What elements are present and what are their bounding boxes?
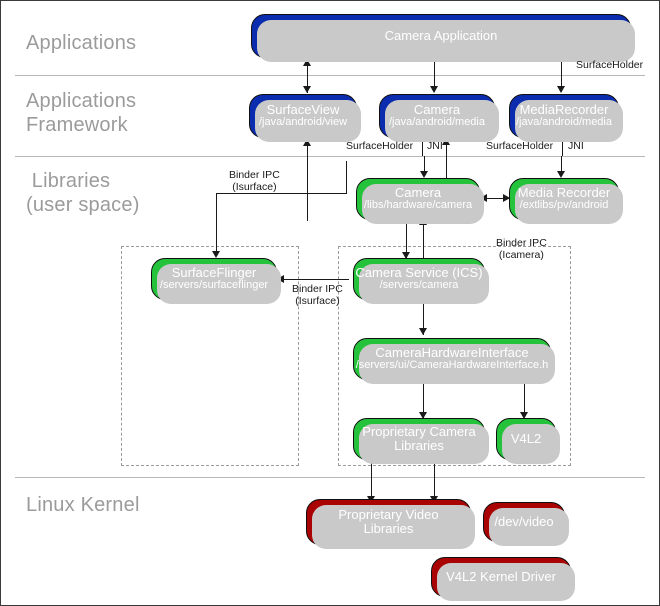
arrowhead-hwinterface-to-v4l2 — [520, 412, 528, 419]
label-line2: (Icamera) — [498, 249, 544, 261]
node-subtitle: /java/android/media — [388, 116, 485, 129]
arrowhead-camera-lib-to-service — [402, 252, 410, 259]
label-binder-ipc-isurface-top: Binder IPC(Isurface) — [229, 169, 280, 193]
group-surfaceflinger-process — [121, 246, 299, 466]
label-jni-mediarecorder: JNI — [568, 140, 584, 152]
node-subtitle: /libs/hardware/camera — [363, 199, 473, 212]
node-title: SurfaceFlinger — [171, 265, 257, 281]
connector-mediarecorder-to-lib — [561, 156, 562, 176]
connector-camera-java-to-lib — [424, 156, 425, 176]
node-title: /dev/video — [494, 513, 554, 529]
node-camera-lib[interactable]: Camera /libs/hardware/camera — [356, 178, 484, 224]
label-line1: Binder IPC — [229, 169, 280, 181]
connector-hwinterface-to-proprietary — [423, 382, 424, 418]
connector-hwinterface-to-v4l2 — [524, 382, 525, 418]
node-dev-video[interactable]: /dev/video — [483, 502, 569, 546]
connector-isurface-stub-right — [346, 161, 347, 194]
node-subtitle: /servers/ui/CameraHardwareInterface.h — [355, 359, 549, 372]
label-binder-ipc-isurface-mid: Binder IPC(Isurface) — [292, 283, 343, 307]
layer-label-linux-kernel: Linux Kernel — [26, 494, 140, 516]
connector-app-camera-java — [434, 59, 435, 92]
node-title: CameraHardwareInterface — [375, 345, 529, 361]
group-camera-service-process — [338, 246, 571, 466]
node-title: SurfaceView — [266, 102, 340, 118]
node-title: Camera Service (ICS) — [355, 265, 483, 281]
arrowhead-camera-java-to-lib — [420, 171, 428, 178]
node-v4l2-kernel-driver[interactable]: V4L2 Kernel Driver — [431, 557, 575, 601]
label-binder-ipc-icamera: Binder IPC(Icamera) — [496, 237, 547, 261]
node-subtitle: Libraries — [363, 521, 414, 536]
node-camera-service[interactable]: Camera Service (ICS) /servers/camera — [353, 258, 489, 304]
node-camera-application[interactable]: Camera Application — [251, 14, 635, 62]
arrowhead-app-mediarecorder — [557, 86, 565, 93]
arrowhead-app-camera-java — [430, 86, 438, 93]
label-jni-camera: JNI — [427, 140, 443, 152]
node-title: Media Recorder — [517, 185, 611, 201]
divider-applications — [15, 75, 645, 76]
layer-label-libraries: Libraries(user space) — [26, 170, 140, 216]
node-title: Camera — [394, 185, 442, 201]
node-title: V4L2 — [510, 430, 542, 446]
label-surfaceholder-app: SurfaceHolder — [576, 59, 644, 71]
arrowhead-surfaceview-up — [303, 139, 311, 146]
node-title: Camera — [413, 102, 461, 118]
node-subtitle: /extlibs/pv/android — [519, 199, 609, 212]
node-proprietary-camera-libraries[interactable]: Proprietary Camera Libraries — [353, 418, 489, 464]
node-surfaceview[interactable]: SurfaceView /java/android/view — [249, 94, 361, 142]
arrowhead-mediarecorder-to-lib — [557, 171, 565, 178]
node-subtitle: /java/android/media — [515, 116, 612, 129]
arrowhead-mediarecorder-lib-right — [503, 194, 510, 202]
connector-camera-lib-to-service — [406, 218, 407, 258]
arrowhead-isurface-to-surfaceflinger — [212, 251, 220, 258]
node-mediarecorder[interactable]: MediaRecorder /java/android/media — [509, 94, 623, 142]
connector-service-to-surfaceflinger — [279, 279, 349, 280]
tick-surfaceholder-camera — [422, 138, 423, 156]
arrowhead-service-to-hwinterface — [419, 328, 427, 335]
node-title: Camera Application — [384, 27, 498, 43]
node-subtitle: /servers/surfaceflinger — [159, 279, 269, 292]
node-title: Proprietary Video — [338, 506, 439, 522]
node-subtitle: /java/android/view — [258, 116, 348, 129]
connector-proprietary-camera-to-video — [371, 456, 372, 502]
tick-surfaceholder-mediarecorder — [562, 138, 563, 156]
node-title: MediaRecorder — [519, 102, 609, 118]
layer-label-applications: Applications — [26, 32, 137, 54]
connector-camera-lib-to-java — [446, 138, 447, 178]
node-subtitle: /servers/camera — [379, 279, 459, 292]
connector-service-to-hwinterface — [423, 293, 424, 335]
node-camera-hardware-interface[interactable]: CameraHardwareInterface /servers/ui/Came… — [353, 338, 555, 384]
arrowhead-app-surfaceview-down — [303, 86, 311, 93]
connector-camera-service-to-lib — [423, 218, 424, 263]
label-line2: (Isurface) — [232, 181, 277, 193]
node-v4l2[interactable]: V4L2 — [496, 418, 560, 464]
arrowhead-app-surfaceview-up — [303, 59, 311, 66]
connector-isurface-vertical — [216, 193, 217, 256]
connector-app-surfaceview — [307, 59, 308, 93]
connector-v4l2-to-devvideo — [434, 456, 435, 502]
divider-framework — [15, 156, 645, 157]
divider-libraries — [15, 477, 645, 478]
node-surfaceflinger[interactable]: SurfaceFlinger /servers/surfaceflinger — [151, 258, 281, 304]
node-title: Proprietary Camera — [362, 423, 476, 439]
label-line2: (Isurface) — [295, 295, 340, 307]
connector-surfaceview-up-stem — [307, 145, 308, 221]
node-title: V4L2 Kernel Driver — [446, 568, 556, 584]
connector-app-mediarecorder — [561, 59, 562, 92]
node-camera-java[interactable]: Camera /java/android/media — [379, 94, 499, 142]
label-line1: Binder IPC — [292, 283, 343, 295]
node-media-recorder-lib[interactable]: Media Recorder /extlibs/pv/android — [509, 178, 623, 224]
label-surfaceholder-camera: SurfaceHolder — [346, 140, 414, 152]
arrowhead-hwinterface-to-proprietary — [419, 412, 427, 419]
connector-camera-mediarecorder-lib — [480, 198, 510, 199]
connector-isurface-horizontal — [216, 193, 347, 194]
label-surfaceholder-mediarecorder: SurfaceHolder — [486, 140, 554, 152]
node-subtitle: Libraries — [394, 438, 444, 453]
node-proprietary-video-libraries[interactable]: Proprietary Video Libraries — [306, 499, 475, 549]
label-line1: Binder IPC — [496, 237, 547, 249]
